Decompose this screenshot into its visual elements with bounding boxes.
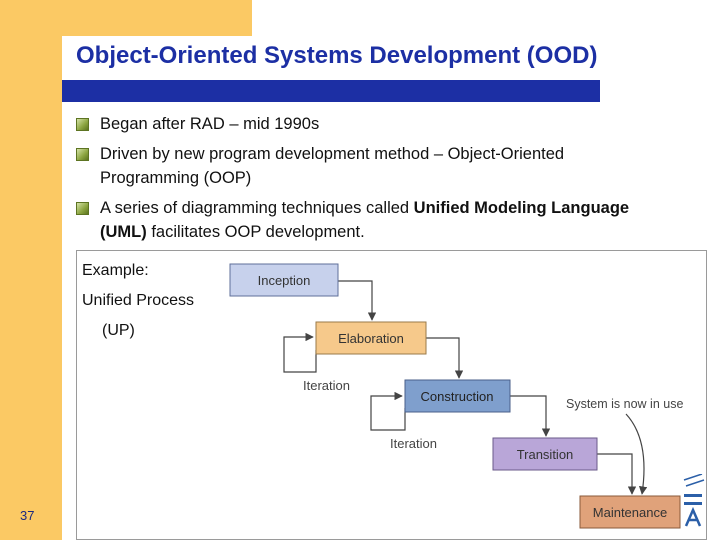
phase-label-inception: Inception: [258, 273, 311, 288]
bullet-text: Driven by new program development method…: [100, 145, 565, 163]
slide-title: Object-Oriented Systems Development (OOD…: [76, 42, 598, 69]
iteration-loop-construction: [370, 391, 406, 431]
phase-box-transition: Transition: [492, 437, 598, 471]
example-name: Unified Process: [82, 292, 195, 309]
iteration-label-1: Iteration: [303, 378, 350, 393]
bullet-list: Began after RAD – mid 1990s Driven by ne…: [76, 112, 686, 250]
example-frame: [76, 250, 707, 540]
bullet-text: facilitates OOP development.: [146, 223, 365, 241]
bullet-text-line-1: A series of diagramming techniques calle…: [100, 196, 686, 220]
arrow-inception-to-elaboration: [338, 280, 377, 321]
example-abbr: (UP): [102, 322, 135, 339]
bullet-item: A series of diagramming techniques calle…: [76, 196, 686, 244]
bullet-marker-icon: [76, 118, 89, 131]
arrow-transition-to-maintenance: [597, 453, 637, 495]
title-underline-bar: [62, 80, 600, 102]
example-label: Example:: [82, 262, 149, 279]
phase-label-maintenance: Maintenance: [593, 505, 667, 520]
bullet-text-line-2: (UML) facilitates OOP development.: [100, 220, 686, 244]
page-number: 37: [20, 508, 35, 523]
bullet-text-continued: Programming (OOP): [100, 169, 252, 187]
iteration-label-2: Iteration: [390, 436, 437, 451]
bullet-text: Began after RAD – mid 1990s: [100, 115, 320, 133]
phase-label-construction: Construction: [421, 389, 494, 404]
phase-box-construction: Construction: [404, 379, 511, 413]
uml-term: Unified Modeling Language: [413, 199, 630, 217]
phase-box-maintenance: Maintenance: [579, 495, 681, 529]
bullet-marker-icon: [76, 202, 89, 215]
uml-abbr: (UML): [100, 223, 147, 241]
in-use-label: System is now in use: [566, 397, 683, 411]
phase-label-elaboration: Elaboration: [338, 331, 404, 346]
corner-decoration-top: [0, 0, 252, 36]
phase-label-transition: Transition: [517, 447, 574, 462]
bullet-text: A series of diagramming techniques calle…: [100, 199, 414, 217]
bullet-item: Driven by new program development method…: [76, 142, 686, 190]
phase-box-elaboration: Elaboration: [315, 321, 427, 355]
iteration-loop-elaboration: [283, 332, 317, 373]
bullet-item: Began after RAD – mid 1990s: [76, 112, 686, 136]
publisher-logo-icon: [683, 474, 705, 527]
arrow-construction-to-transition: [510, 395, 551, 437]
corner-decoration-left: [0, 0, 62, 540]
in-use-arrow: [625, 413, 648, 495]
arrow-elaboration-to-construction: [426, 337, 464, 379]
phase-box-inception: Inception: [229, 263, 339, 297]
bullet-marker-icon: [76, 148, 89, 161]
